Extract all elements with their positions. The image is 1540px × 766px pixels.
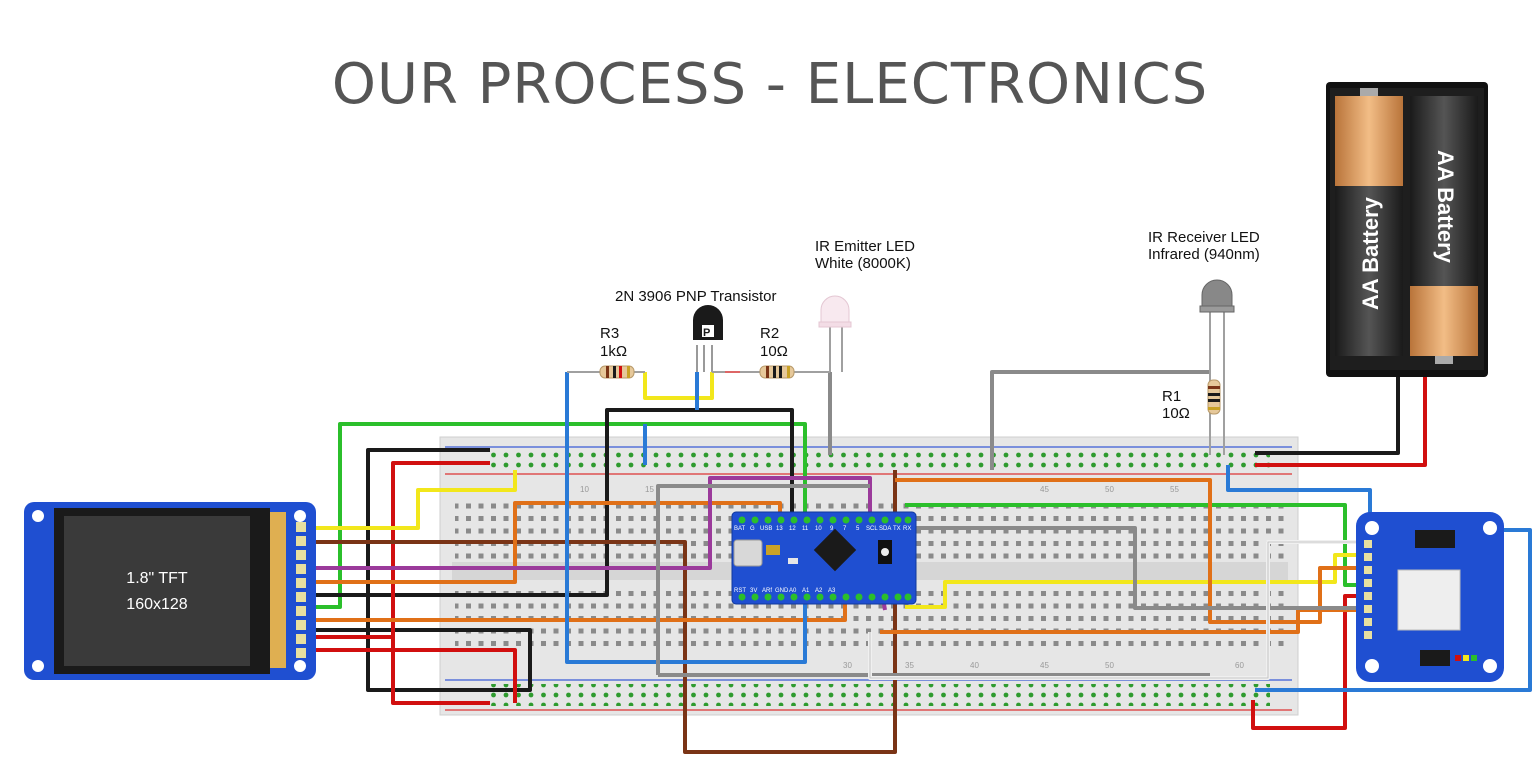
col-number: 50	[1105, 661, 1114, 670]
wire-gray-1	[656, 484, 870, 675]
itsy-pin-12: 12	[789, 526, 796, 532]
resistor-r3	[567, 365, 645, 379]
itsy-pin-bat: BAT	[734, 526, 746, 532]
page-title: OUR PROCESS - ELECTRONICS	[331, 52, 1209, 117]
itsy-pin-11: 11	[802, 526, 809, 532]
wire-yellow-3	[905, 553, 1370, 609]
wire-brown	[300, 470, 897, 754]
wire-white-outline	[869, 541, 1370, 679]
battery-cell-1-label: AA Battery	[1358, 196, 1383, 310]
col-number: 15	[645, 485, 654, 494]
wire-orange-3	[895, 478, 1370, 624]
wire-yellow-2	[643, 372, 714, 400]
wire-black-battery	[1255, 375, 1400, 455]
itsy-pin-a1: A1	[802, 588, 810, 594]
wire-blue-1	[565, 372, 807, 664]
col-number: 35	[905, 661, 914, 670]
wire-blue-4	[1226, 465, 1372, 530]
itsy-pin-usb: USB	[760, 526, 772, 532]
r2-name: R2	[760, 325, 779, 342]
r3-value: 1kΩ	[600, 343, 627, 360]
itsy-pin-sda: SDA	[879, 526, 891, 532]
itsy-pin-arf: ARf	[762, 588, 772, 594]
r3-name: R3	[600, 325, 619, 342]
itsy-pin-a3: A3	[828, 588, 836, 594]
tft-pins	[296, 522, 306, 658]
itsybitsy-board: BAT G USB 13 12 11 10 9 7 5 SCL SDA TX R…	[731, 511, 917, 605]
resistor-r2	[712, 365, 830, 379]
resistor-r1	[1207, 379, 1221, 415]
battery-cell-2-label: AA Battery	[1433, 150, 1458, 264]
itsy-pin-rx: RX	[903, 526, 911, 532]
col-number: 40	[970, 661, 979, 670]
col-number: 50	[1105, 485, 1114, 494]
itsy-pin-scl: SCL	[866, 526, 878, 532]
itsy-pin-5: 5	[856, 526, 860, 532]
col-number: 10	[580, 485, 589, 494]
itsy-pin-9: 9	[830, 526, 834, 532]
itsy-pin-13: 13	[776, 526, 783, 532]
sd-card-breakout	[1356, 512, 1504, 682]
col-number: 60	[1235, 661, 1244, 670]
wire-orange-1	[300, 501, 782, 584]
ir-emitter-led	[818, 295, 852, 372]
tft-display: 1.8" TFT 160x128	[24, 502, 316, 680]
wire-red-4	[1251, 594, 1370, 730]
itsy-pin-7: 7	[843, 526, 847, 532]
wire-green	[300, 422, 807, 609]
wire-red-battery	[1255, 375, 1427, 467]
wire-black-3	[300, 628, 532, 692]
itsy-pin-a2: A2	[815, 588, 823, 594]
wire-yellow-1	[300, 470, 517, 530]
r2-value: 10Ω	[760, 343, 788, 360]
tft-label-2: 160x128	[126, 596, 187, 613]
wire-gray-2	[990, 370, 1210, 470]
r1-value: 10Ω	[1162, 405, 1190, 422]
ir-emitter-label-1: IR Emitter LED	[815, 238, 915, 255]
ir-receiver-label-2: Infrared (940nm)	[1148, 246, 1260, 263]
itsy-pin-g: G	[750, 526, 755, 532]
itsy-pin-a0: A0	[789, 588, 797, 594]
pnp-transistor: P	[693, 305, 723, 372]
col-number: 45	[1040, 485, 1049, 494]
wire-red-1	[300, 635, 490, 705]
breadboard-column-numbers: 10 15 45 50 55 30 35 40 45 50 60	[580, 485, 1244, 670]
tft-label-1: 1.8" TFT	[126, 570, 188, 587]
itsy-pin-3v: 3V	[750, 588, 757, 594]
itsy-pin-10: 10	[815, 526, 822, 532]
ir-receiver-led	[1199, 279, 1235, 455]
wire-gray-3	[907, 526, 1370, 610]
transistor-label: 2N 3906 PNP Transistor	[615, 288, 776, 305]
itsy-pin-rst: RST	[734, 588, 746, 594]
ir-emitter-label-2: White (8000K)	[815, 255, 911, 272]
itsy-pin-tx: TX	[893, 526, 901, 532]
col-number: 45	[1040, 661, 1049, 670]
itsy-pin-gnd: GND	[775, 588, 789, 594]
battery-holder: AA Battery AA Battery	[1326, 82, 1488, 377]
transistor-mark: P	[703, 327, 710, 339]
wire-red-2	[391, 461, 490, 637]
wire-red-3	[300, 648, 517, 703]
ir-receiver-label-1: IR Receiver LED	[1148, 229, 1260, 246]
r1-name: R1	[1162, 388, 1181, 405]
wire-black-1	[300, 408, 794, 597]
wire-blue-5	[1255, 528, 1532, 692]
wires	[300, 370, 1532, 754]
col-number: 30	[843, 661, 852, 670]
col-number: 55	[1170, 485, 1179, 494]
